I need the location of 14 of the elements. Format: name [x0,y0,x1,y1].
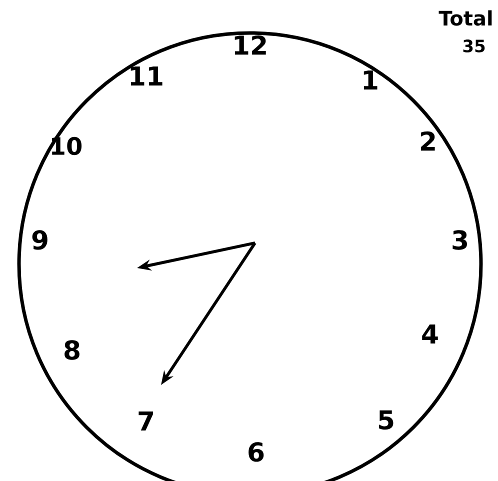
clock-number: 5 [378,410,394,430]
total-label: 35 [463,40,485,52]
clock-number: 8 [64,340,80,360]
total-label: Total [438,10,492,26]
clock-number: 4 [422,324,438,344]
clock-number: 10 [52,136,82,156]
clock-number: 11 [130,66,162,86]
clock-number: 6 [248,442,264,462]
clock-number: 12 [234,35,266,55]
clock-number: 2 [421,131,435,151]
clock-number: 3 [452,230,467,250]
clock-number: 7 [138,412,153,430]
clock-number: 1 [364,70,378,90]
clock-number: 9 [32,230,48,250]
